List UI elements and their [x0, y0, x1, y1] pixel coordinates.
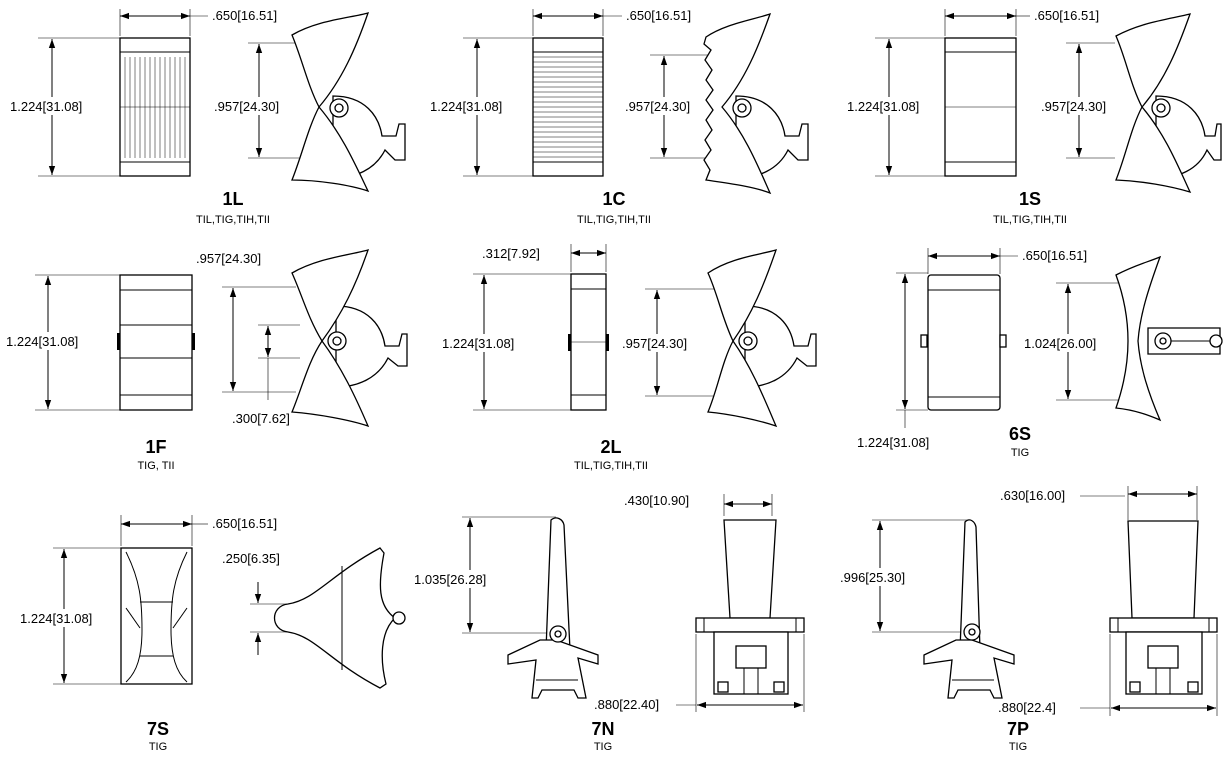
model-1C: 1C [602, 189, 625, 209]
model-7S: 7S [147, 719, 169, 739]
side-view-1S [1115, 13, 1222, 194]
side-dimension-2L: .957[24.30] [620, 288, 716, 397]
front-view-6S [920, 274, 1007, 411]
dim-height-1C: 1.224[31.08] [430, 99, 502, 114]
model-2L: 2L [600, 437, 621, 457]
dim-side-1C: .957[24.30] [625, 99, 690, 114]
dim-height-7N: 1.035[26.28] [414, 572, 486, 587]
height-dimension-7S: 1.224[31.08] [16, 547, 121, 685]
series-2L: TIL,TIG,TIH,TII [574, 460, 648, 472]
model-6S: 6S [1009, 424, 1031, 444]
part-7S: .650[16.51] 1.224[31.08] .250[6.35] [16, 515, 406, 753]
base-dimension-7P: .880[22.4] [998, 634, 1218, 716]
dim-height-2L: 1.224[31.08] [442, 336, 514, 351]
width-dimension-7S: .650[16.51] [120, 515, 277, 546]
dim-width-1L: .650[16.51] [212, 8, 277, 23]
dim-height-1S: 1.224[31.08] [847, 99, 919, 114]
width-dimension-1C: .650[16.51] [532, 8, 691, 36]
model-7P: 7P [1007, 719, 1029, 739]
part-1S: .650[16.51] 1.224[31.08] .957[24.30] [843, 8, 1222, 226]
side-dimension-1F: .957[24.30] .300[7.62] [196, 251, 300, 426]
model-1S: 1S [1019, 189, 1041, 209]
side-view-6S [1115, 255, 1223, 422]
front-view-2L [568, 273, 609, 411]
model-1F: 1F [145, 437, 166, 457]
dim-height-6S: 1.224[31.08] [857, 435, 929, 450]
series-1S: TIL,TIG,TIH,TII [993, 214, 1067, 226]
height-dimension-2L: 1.224[31.08] [438, 273, 571, 411]
height-dimension-1F: 1.224[31.08] [4, 274, 120, 411]
height-dimension-1L: 1.224[31.08] [6, 37, 120, 177]
width-dimension-7P: .630[16.00] [1000, 486, 1198, 520]
front-view-7N [695, 519, 805, 695]
dim-side-1S: .957[24.30] [1041, 99, 1106, 114]
height-dimension-1S: 1.224[31.08] [843, 37, 945, 177]
dim-base-7N: .880[22.40] [594, 697, 659, 712]
front-view-1L [119, 37, 191, 177]
dim-height-1F: 1.224[31.08] [6, 334, 78, 349]
dim-width-7N: .430[10.90] [624, 493, 689, 508]
side-view-1C [703, 12, 809, 195]
dim-height-1L: 1.224[31.08] [10, 99, 82, 114]
series-7N: TIG [594, 741, 612, 753]
side-view-7N [507, 517, 599, 699]
height-dimension-1C: 1.224[31.08] [426, 37, 533, 177]
side-view-7S [273, 547, 406, 689]
dim-side-1L: .957[24.30] [214, 99, 279, 114]
series-1F: TIG, TII [137, 460, 174, 472]
dim-height-7P: .996[25.30] [840, 570, 905, 585]
height-dimension-7N: 1.035[26.28] [412, 516, 556, 634]
base-dimension-7N: .880[22.40] [594, 634, 805, 712]
series-7P: TIG [1009, 741, 1027, 753]
front-view-1F [117, 274, 195, 411]
dim-side-2L: .957[24.30] [622, 336, 687, 351]
side-dimension-1L: .957[24.30] [212, 42, 300, 159]
height-dimension-7P: .996[25.30] [838, 519, 970, 633]
part-2L: .312[7.92] 1.224[31.08] .957[24.30] [438, 244, 817, 472]
front-view-1S [944, 37, 1017, 177]
width-dimension-6S: .650[16.51] [927, 248, 1087, 274]
model-7N: 7N [591, 719, 614, 739]
dim-bottom-1F: .300[7.62] [232, 411, 290, 426]
side-dimension-7S: .250[6.35] [222, 551, 290, 655]
part-1L: .650[16.51] 1.224[31.08] [6, 8, 406, 226]
side-view-7P [923, 519, 1015, 699]
dim-base-7P: .880[22.4] [998, 700, 1056, 715]
height-dimension-6S: 1.224[31.08] [857, 272, 929, 450]
dim-width-6S: .650[16.51] [1022, 248, 1087, 263]
front-view-7S [120, 547, 193, 685]
dim-width-1C: .650[16.51] [626, 8, 691, 23]
part-7P: .996[25.30] .630[16.00] [838, 486, 1218, 753]
front-view-7P [1109, 520, 1218, 695]
series-6S: TIG [1011, 447, 1029, 459]
series-1L: TIL,TIG,TIH,TII [196, 214, 270, 226]
part-6S: .650[16.51] 1.224[31.08] 1.024[26.00] [857, 248, 1223, 459]
dim-side-7S: .250[6.35] [222, 551, 280, 566]
front-view-1C [532, 37, 604, 177]
width-dimension-2L: .312[7.92] [482, 244, 607, 272]
width-dimension-1S: .650[16.51] [944, 8, 1099, 36]
part-7N: 1.035[26.28] .430[10.90] [412, 493, 805, 753]
part-1C: .650[16.51] 1.224[31.08] [426, 8, 809, 226]
dim-width-1S: .650[16.51] [1034, 8, 1099, 23]
dim-top-1F: .957[24.30] [196, 251, 261, 266]
width-dimension-7N: .430[10.90] [624, 493, 773, 516]
side-view-2L [707, 249, 817, 428]
side-dimension-1S: .957[24.30] [1039, 42, 1121, 159]
width-dimension-1L: .650[16.51] [119, 8, 277, 36]
dim-side-6S: 1.024[26.00] [1024, 336, 1096, 351]
dim-height-7S: 1.224[31.08] [20, 611, 92, 626]
model-1L: 1L [222, 189, 243, 209]
series-7S: TIG [149, 741, 167, 753]
side-dimension-1C: .957[24.30] [623, 54, 716, 159]
dim-width-2L: .312[7.92] [482, 246, 540, 261]
dim-width-7S: .650[16.51] [212, 516, 277, 531]
dim-width-7P: .630[16.00] [1000, 488, 1065, 503]
side-view-1F [291, 249, 408, 428]
side-dimension-6S: 1.024[26.00] [1022, 282, 1120, 401]
series-1C: TIL,TIG,TIH,TII [577, 214, 651, 226]
part-1F: 1.224[31.08] .957[24.30] .300[7.62] [4, 249, 408, 472]
side-view-1L [291, 12, 406, 193]
